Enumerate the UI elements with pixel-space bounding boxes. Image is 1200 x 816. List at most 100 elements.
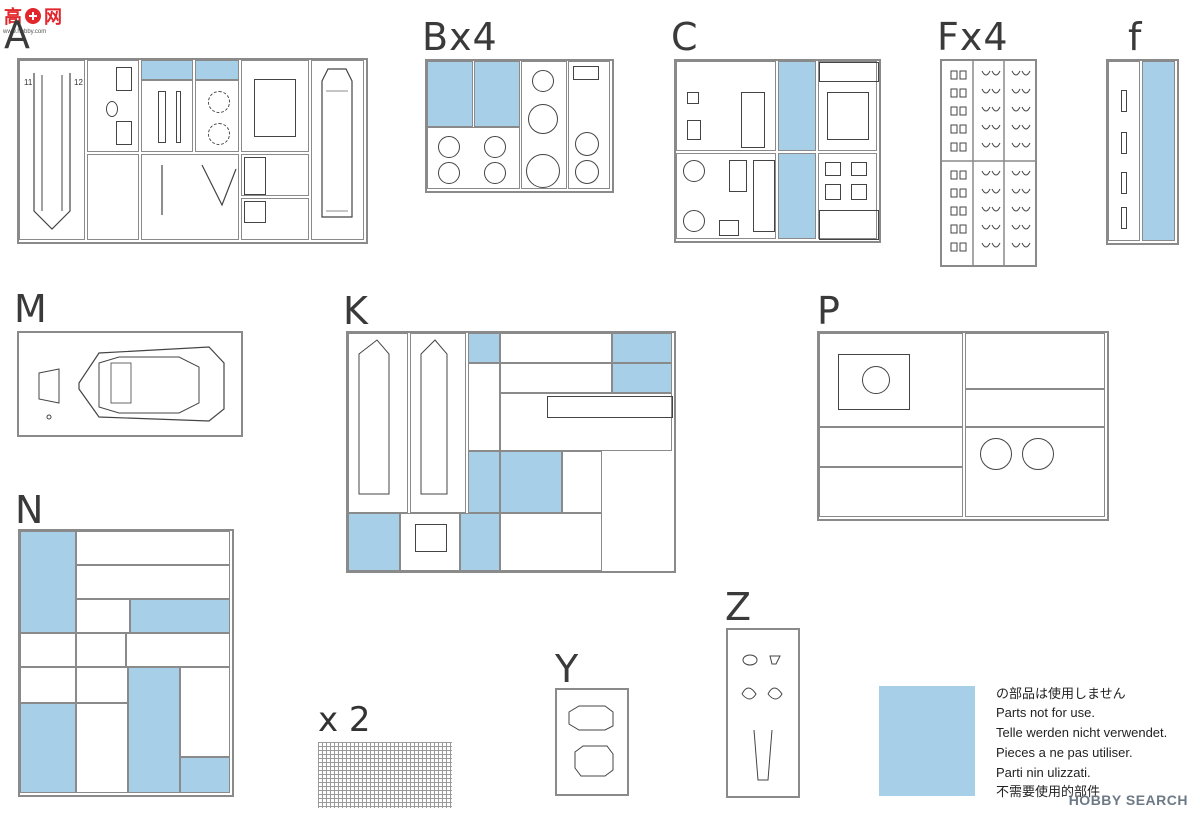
sprue-b (425, 59, 614, 193)
sprue-a-cell-hull: 11 12 (19, 60, 85, 240)
sprue-k-cell-1 (348, 333, 408, 513)
sprue-n-cell-10 (76, 667, 128, 703)
sprue-k-cell-10 (468, 451, 500, 513)
sprue-a-cell-4 (195, 60, 239, 80)
sprue-p-cell-3 (965, 389, 1105, 427)
logo-url: www.hobby.com (2, 29, 46, 35)
legend-line-en: Parts not for use. (996, 705, 1095, 720)
sprue-y (555, 688, 629, 796)
sprue-n (18, 529, 234, 797)
sprue-label-f-lower: f (1128, 15, 1143, 59)
sprue-n-cell-6 (20, 633, 76, 667)
sprue-n-cell-5 (130, 599, 230, 633)
sprue-k-cell-5 (612, 333, 672, 363)
sprue-n-cell-12 (180, 667, 230, 757)
sprue-label-c: C (671, 15, 699, 59)
sprue-a-cell-10 (241, 154, 309, 196)
legend-line-ja: の部品は使用しません (996, 686, 1126, 701)
sprue-b-cell-1 (427, 61, 473, 127)
sprue-label-y: Y (555, 647, 580, 691)
legend-line-de: Telle werden nicht verwendet. (996, 725, 1168, 740)
sprue-b-cell-2 (474, 61, 520, 127)
sprue-p-cell-1 (819, 333, 963, 427)
sprue-b-cell-3 (521, 61, 567, 189)
unused-parts-swatch (879, 686, 975, 796)
sprue-c-cell-1 (676, 61, 776, 151)
sprue-n-cell-4 (76, 599, 130, 633)
svg-text:网: 网 (44, 7, 62, 28)
sprue-a-cell-1 (87, 60, 139, 152)
sprue-p-cell-5 (965, 427, 1105, 517)
sprue-c-cell-5 (778, 153, 816, 239)
sprue-label-m: M (14, 287, 48, 331)
sprue-label-p: P (817, 289, 841, 333)
sprue-k-cell-2 (410, 333, 466, 513)
svg-text:12: 12 (74, 78, 83, 87)
legend-line-fr: Pieces a ne pas utiliser. (996, 745, 1133, 760)
sprue-label-k: K (343, 289, 369, 333)
sprue-n-cell-2 (76, 531, 230, 565)
legend-line-zh: 不需要使用的部件 (996, 784, 1101, 799)
sprue-label-a: A (4, 13, 31, 57)
sprue-m (17, 331, 243, 437)
sprue-a-cell-3 (141, 80, 193, 152)
sprue-label-f-upper: Fx4 (937, 15, 1009, 59)
sprue-p-cell-4 (819, 427, 963, 467)
sprue-p-cell-6 (819, 467, 963, 517)
sprue-b-cell-4 (568, 61, 610, 189)
sprue-k-cell-11 (500, 451, 562, 513)
sprue-k-cell-17 (500, 513, 602, 571)
sprue-c-cell-3 (818, 61, 879, 151)
sprue-label-z: Z (725, 585, 753, 629)
sprue-p-cell-2 (965, 333, 1105, 389)
mesh-multiplier: x 2 (318, 700, 371, 740)
sprue-a-cell-8 (87, 154, 139, 240)
sprue-p (817, 331, 1109, 521)
sprue-a-cell-11 (241, 198, 309, 240)
track-links (942, 61, 1035, 265)
sprue-c-cell-4 (676, 153, 776, 239)
sprue-n-cell-1 (20, 531, 76, 633)
legend-line-it: Parti nin ulizzati. (996, 765, 1091, 780)
sprue-k-cell-9 (500, 393, 673, 451)
sprue-f-lower (1106, 59, 1179, 245)
sprue-c-cell-6 (818, 153, 879, 240)
sprue-k-cell-16 (460, 513, 500, 571)
sprue-k-cell-13 (602, 451, 672, 571)
sprue-f-upper (940, 59, 1037, 267)
sprue-c (674, 59, 881, 243)
sprue-a-cell-5 (195, 80, 239, 152)
sprue-a-cell-7 (311, 60, 364, 240)
sprue-k (346, 331, 676, 573)
sprue-label-b: Bx4 (422, 15, 498, 59)
hull-side-part: 11 12 (24, 73, 83, 230)
sprue-n-cell-13 (20, 703, 76, 793)
sprue-n-cell-9 (20, 667, 76, 703)
sprue-a-cell-9 (141, 154, 239, 240)
sprue-k-cell-14 (348, 513, 400, 571)
sprue-k-cell-4 (500, 333, 612, 363)
sprue-a-cell-2 (141, 60, 193, 80)
sprue-z (726, 628, 800, 798)
sprue-k-cell-12 (562, 451, 602, 513)
sprue-a-cell-6 (241, 60, 309, 152)
sprue-k-cell-3 (468, 333, 500, 363)
sprue-c-cell-2 (778, 61, 816, 151)
sprue-k-cell-7 (500, 363, 612, 393)
watermark: HOBBY SEARCH (1068, 792, 1188, 808)
sprue-n-cell-15 (180, 757, 230, 793)
sprue-n-cell-3 (76, 565, 230, 599)
sprue-k-cell-15 (400, 513, 460, 571)
sprue-n-cell-11 (128, 667, 180, 793)
svg-text:11: 11 (24, 78, 33, 87)
sprue-n-cell-8 (126, 633, 230, 667)
sprue-label-n: N (15, 488, 45, 532)
svg-text:高: 高 (4, 6, 22, 28)
upper-hull-part (38, 346, 225, 422)
sprue-b-cell-5 (427, 127, 520, 189)
sprue-f-lower-cell-2 (1142, 61, 1175, 241)
sprue-f-lower-cell-1 (1108, 61, 1140, 241)
mesh-screen-part (318, 742, 452, 808)
sprue-a: 11 12 (17, 58, 368, 244)
sprue-n-cell-7 (76, 633, 126, 667)
